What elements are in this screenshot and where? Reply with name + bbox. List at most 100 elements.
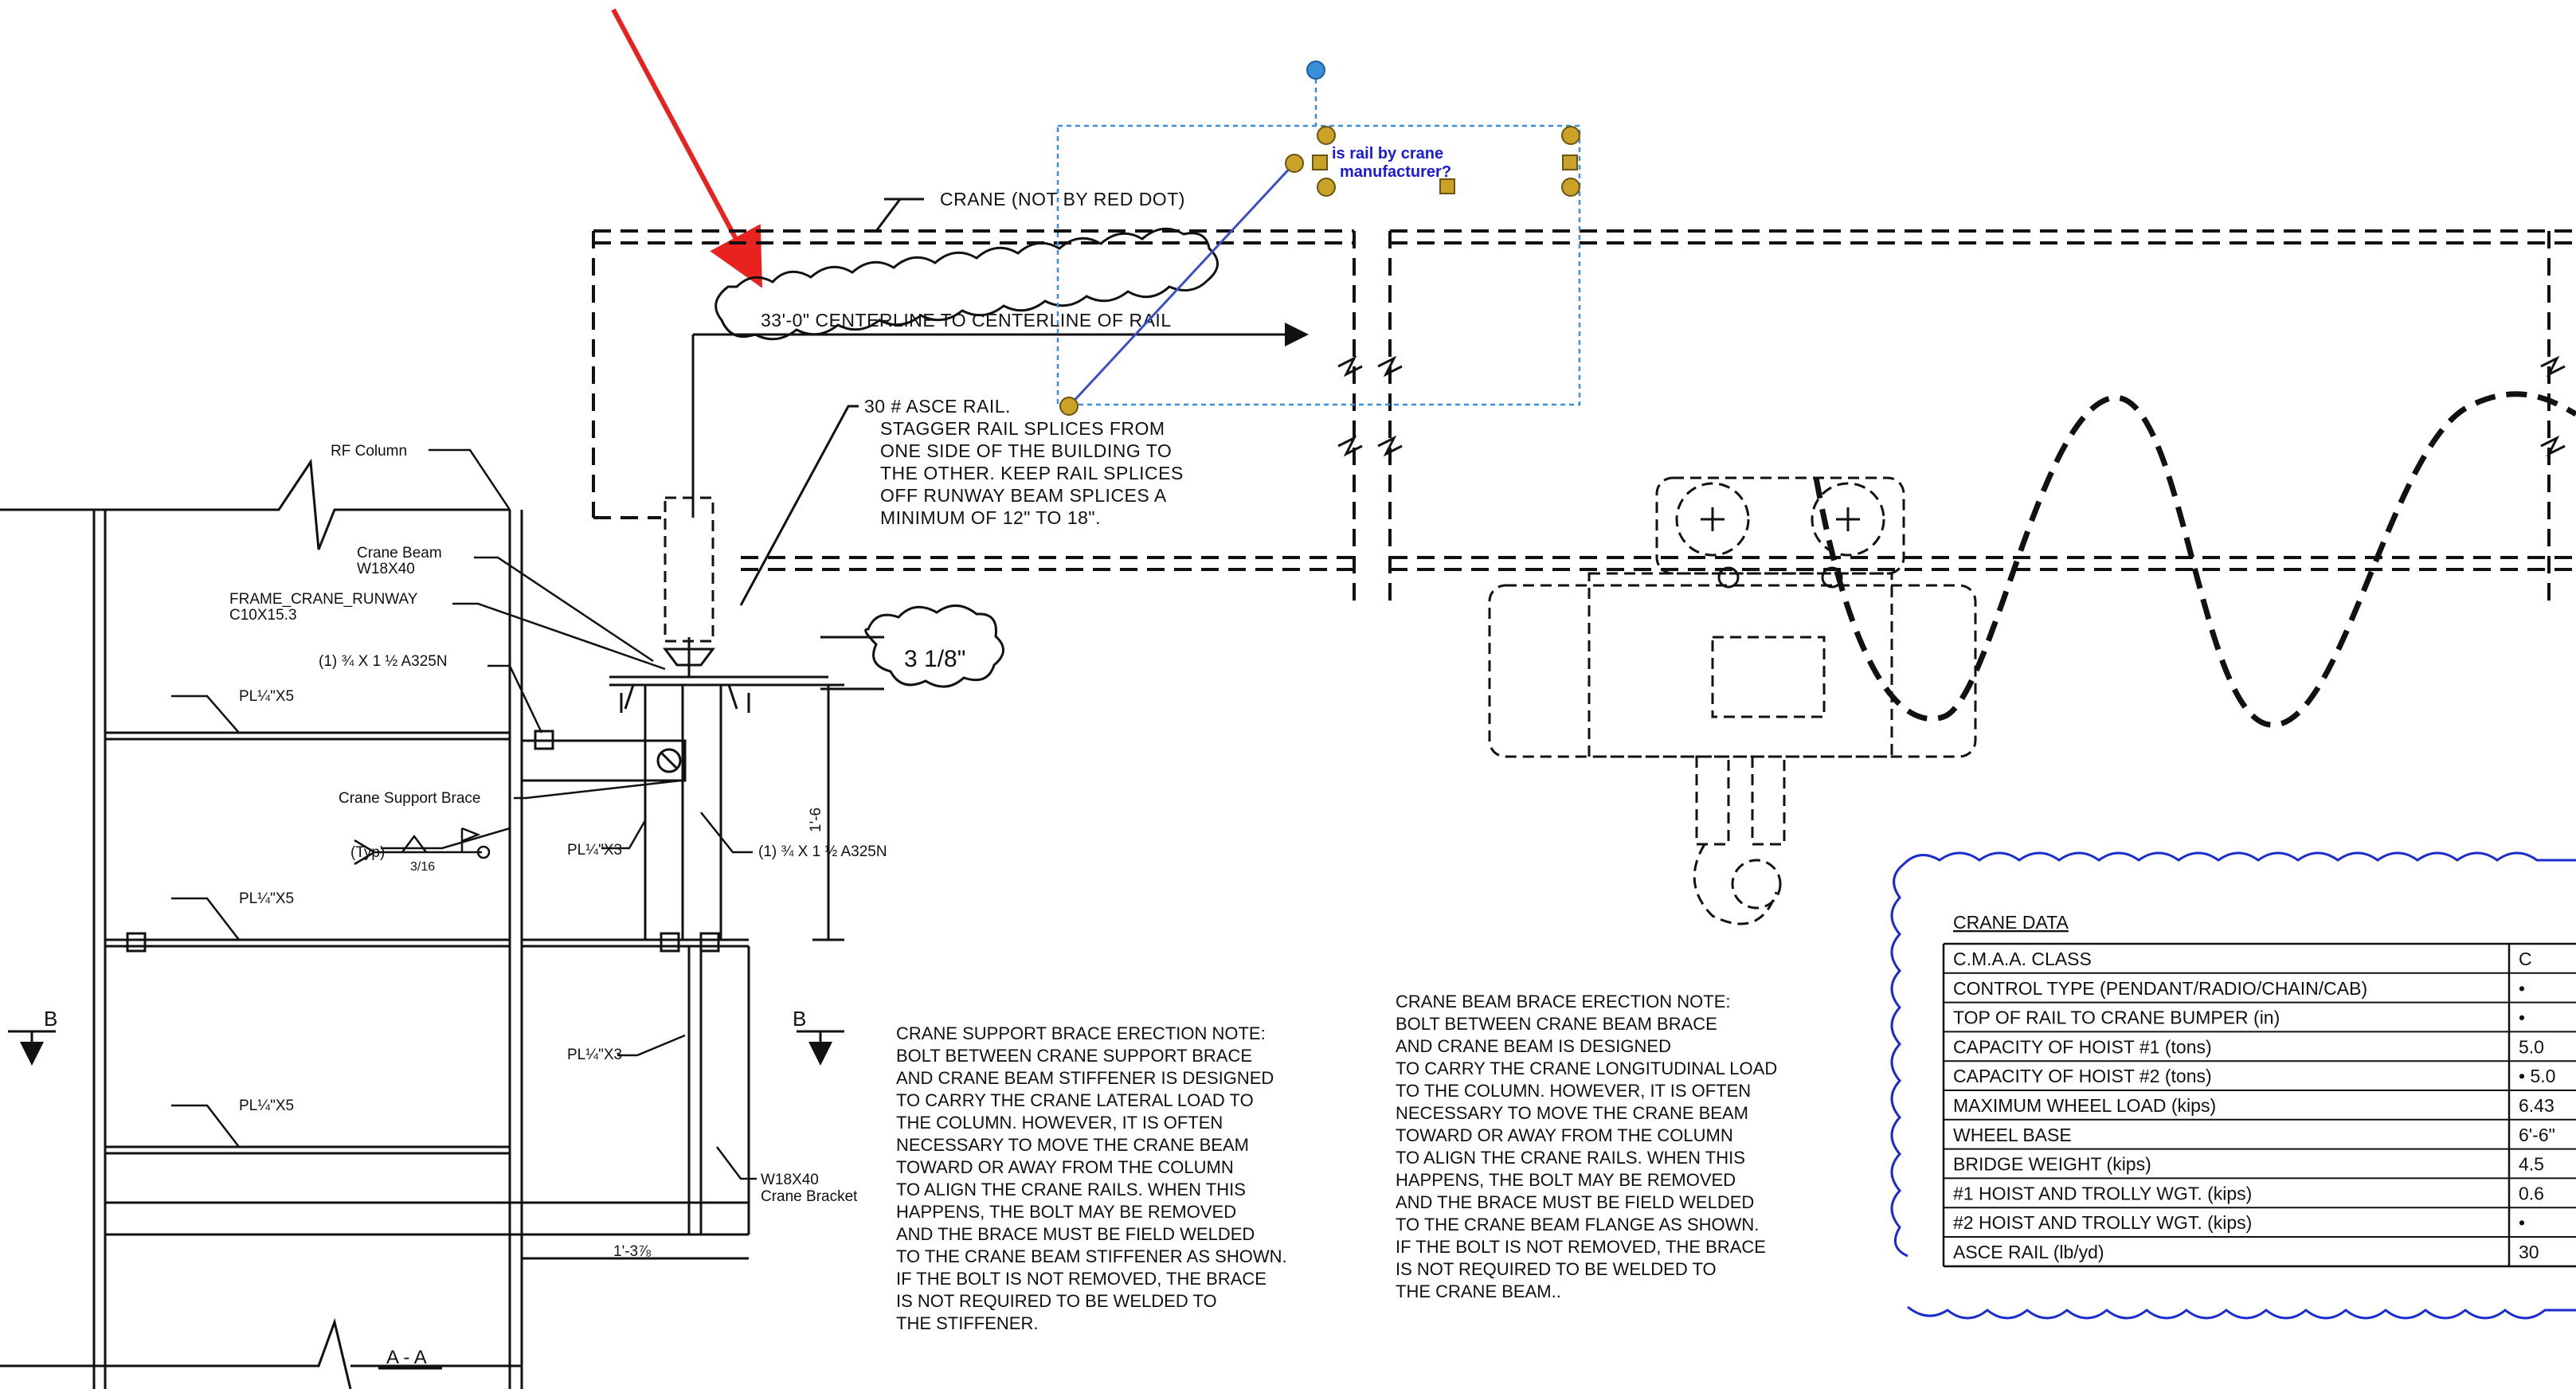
- svg-text:TO CARRY THE CRANE LATERAL LOA: TO CARRY THE CRANE LATERAL LOAD TO: [896, 1090, 1254, 1110]
- svg-text:IF THE BOLT IS NOT REMOVED, TH: IF THE BOLT IS NOT REMOVED, THE BRACE: [896, 1269, 1266, 1289]
- table-row-label: #1 HOIST AND TROLLY WGT. (kips): [1953, 1183, 2252, 1203]
- svg-text:PL¼"X3: PL¼"X3: [567, 1047, 622, 1063]
- section-column: [0, 458, 884, 1389]
- beam-brace-note: CRANE BEAM BRACE ERECTION NOTE: BOLT BET…: [1396, 992, 1777, 1301]
- break-marks: [1337, 355, 2566, 457]
- section-labels: RF Column Crane Beam W18X40 FRAME_CRANE_…: [229, 443, 887, 1260]
- rotation-handle[interactable]: [1306, 61, 1325, 80]
- centerline-cloud: [714, 227, 1219, 341]
- svg-text:OFF RUNWAY BEAM SPLICES A: OFF RUNWAY BEAM SPLICES A: [880, 485, 1167, 506]
- selection-box[interactable]: [1056, 124, 1581, 406]
- dim-double-arrow: »: [1284, 325, 1294, 345]
- comment-text[interactable]: is rail by crane manufacturer?: [1332, 145, 1451, 181]
- crane-leader: [875, 198, 924, 232]
- svg-text:Crane Beam: Crane Beam: [357, 545, 442, 561]
- svg-text:30 # ASCE RAIL.: 30 # ASCE RAIL.: [864, 396, 1011, 417]
- table-row-label: BRIDGE WEIGHT (kips): [1953, 1154, 2151, 1175]
- table-row-label: CAPACITY OF HOIST #1 (tons): [1953, 1036, 2212, 1057]
- svg-text:TO ALIGN THE CRANE RAILS. WHEN: TO ALIGN THE CRANE RAILS. WHEN THIS: [896, 1180, 1246, 1199]
- crane-label: CRANE (NOT BY RED DOT): [940, 189, 1185, 209]
- table-row-label: MAXIMUM WHEEL LOAD (kips): [1953, 1095, 2216, 1116]
- svg-text:IS NOT REQUIRED TO BE WELDED T: IS NOT REQUIRED TO BE WELDED TO: [1396, 1259, 1717, 1279]
- svg-text:AND CRANE BEAM STIFFENER IS DE: AND CRANE BEAM STIFFENER IS DESIGNED: [896, 1068, 1274, 1088]
- comment-leader-line: [1067, 162, 1296, 408]
- table-row-value: 6'-6": [2519, 1125, 2555, 1145]
- svg-text:TOWARD OR AWAY FROM THE COLUMN: TOWARD OR AWAY FROM THE COLUMN: [1396, 1125, 1733, 1145]
- svg-text:PL¼"X3: PL¼"X3: [567, 842, 622, 859]
- svg-text:TO THE COLUMN. HOWEVER, IT IS: TO THE COLUMN. HOWEVER, IT IS OFTEN: [1396, 1081, 1751, 1101]
- table-row-value: •: [2519, 1212, 2525, 1233]
- section-leaders: [171, 448, 757, 1180]
- crane-data-cloud: [1890, 851, 2576, 1320]
- rail-dim-cloud: [864, 605, 1004, 688]
- svg-text:PL¼"X5: PL¼"X5: [239, 688, 294, 705]
- red-arrow: [611, 8, 762, 288]
- svg-text:TOWARD OR AWAY FROM THE COLUMN: TOWARD OR AWAY FROM THE COLUMN: [896, 1157, 1234, 1177]
- table-row-value: C: [2519, 949, 2532, 969]
- svg-text:PL¼"X5: PL¼"X5: [239, 1098, 294, 1114]
- svg-text:HAPPENS, THE BOLT MAY BE REMOV: HAPPENS, THE BOLT MAY BE REMOVED: [1396, 1170, 1736, 1190]
- table-row-value: 4.5: [2519, 1154, 2544, 1175]
- dim-vertical-label: 1'-6: [808, 808, 824, 832]
- svg-text:BOLT BETWEEN CRANE SUPPORT BRA: BOLT BETWEEN CRANE SUPPORT BRACE: [896, 1046, 1252, 1066]
- table-row-label: TOP OF RAIL TO CRANE BUMPER (in): [1953, 1008, 2280, 1028]
- svg-text:RF Column: RF Column: [331, 443, 407, 460]
- svg-text:MINIMUM OF 12" TO 18".: MINIMUM OF 12" TO 18".: [880, 507, 1101, 528]
- svg-text:THE COLUMN. HOWEVER, IT IS OF: THE COLUMN. HOWEVER, IT IS OFTEN: [896, 1113, 1223, 1133]
- svg-text:(1) ¾ X 1 ½ A325N: (1) ¾ X 1 ½ A325N: [319, 653, 448, 670]
- svg-text:IF THE BOLT IS NOT REMOVED, TH: IF THE BOLT IS NOT REMOVED, THE BRACE: [1396, 1237, 1766, 1257]
- svg-text:Crane Support Brace: Crane Support Brace: [339, 790, 481, 807]
- svg-text:W18X40: W18X40: [761, 1172, 819, 1188]
- selection-handles[interactable]: [1059, 126, 1580, 416]
- svg-text:AND THE BRACE MUST BE FIELD WE: AND THE BRACE MUST BE FIELD WELDED: [896, 1224, 1255, 1244]
- support-brace-note: CRANE SUPPORT BRACE ERECTION NOTE: BOLT …: [896, 1023, 1287, 1333]
- svg-text:HAPPENS, THE BOLT MAY BE REMOV: HAPPENS, THE BOLT MAY BE REMOVED: [896, 1202, 1236, 1222]
- svg-text:ONE SIDE OF THE BUILDING TO: ONE SIDE OF THE BUILDING TO: [880, 440, 1172, 461]
- section-title: A - A: [386, 1347, 427, 1368]
- svg-text:is rail by crane: is rail by crane: [1332, 145, 1443, 162]
- section-marks: [8, 1030, 844, 1370]
- svg-text:manufacturer?: manufacturer?: [1340, 163, 1451, 181]
- weld-symbol: [354, 827, 491, 866]
- svg-text:(1) ¾ X 1 ½ A325N: (1) ¾ X 1 ½ A325N: [758, 843, 887, 860]
- svg-text:THE CRANE BEAM..: THE CRANE BEAM..: [1396, 1281, 1561, 1301]
- svg-text:NECESSARY TO MOVE THE CRANE BE: NECESSARY TO MOVE THE CRANE BEAM: [896, 1135, 1249, 1155]
- table-row-value: •: [2519, 1008, 2525, 1028]
- table-row-label: ASCE RAIL (lb/yd): [1953, 1242, 2104, 1262]
- hoist-sketch: [1488, 476, 1977, 925]
- rail-leader: [739, 405, 859, 606]
- svg-text:AND CRANE BEAM IS DESIGNED: AND CRANE BEAM IS DESIGNED: [1396, 1036, 1671, 1056]
- crane-data-rows: C.M.A.A. CLASS C CONTROL TYPE (PENDANT/RAD…: [1944, 949, 2576, 1267]
- svg-text:3/16: 3/16: [410, 860, 435, 874]
- section-mark-left: B: [44, 1007, 57, 1031]
- rail-dim-label: 3 1/8": [904, 646, 965, 672]
- rail-note: 30 # ASCE RAIL. STAGGER RAIL SPLICES FRO…: [864, 396, 1184, 528]
- svg-text:CRANE BEAM BRACE ERECTION NOTE: CRANE BEAM BRACE ERECTION NOTE:: [1396, 992, 1731, 1011]
- svg-text:W18X40: W18X40: [357, 561, 415, 577]
- table-row-value: 6.43: [2519, 1095, 2554, 1116]
- svg-text:THE STIFFENER.: THE STIFFENER.: [896, 1313, 1038, 1333]
- svg-text:STAGGER RAIL SPLICES FROM: STAGGER RAIL SPLICES FROM: [880, 418, 1165, 439]
- table-row-value: 5.0: [2519, 1036, 2544, 1057]
- table-row-value: • 5.0: [2519, 1066, 2555, 1086]
- section-mark-right: B: [793, 1007, 806, 1031]
- table-row-label: WHEEL BASE: [1953, 1125, 2072, 1145]
- table-row-label: CONTROL TYPE (PENDANT/RADIO/CHAIN/CAB): [1953, 978, 2367, 999]
- svg-text:AND THE BRACE MUST BE FIELD WE: AND THE BRACE MUST BE FIELD WELDED: [1396, 1192, 1754, 1212]
- table-row-value: 30: [2519, 1242, 2539, 1262]
- svg-text:TO ALIGN THE CRANE RAILS. WHEN: TO ALIGN THE CRANE RAILS. WHEN THIS: [1396, 1148, 1745, 1168]
- svg-text:THE OTHER. KEEP RAIL SPLICES: THE OTHER. KEEP RAIL SPLICES: [880, 463, 1184, 483]
- svg-text:1'-3⅞: 1'-3⅞: [613, 1243, 651, 1260]
- svg-text:(Typ): (Typ): [350, 844, 385, 861]
- svg-text:TO CARRY THE CRANE LONGITUDINA: TO CARRY THE CRANE LONGITUDINAL LOAD: [1396, 1058, 1777, 1078]
- hoist-crosses: [1701, 507, 1860, 589]
- svg-text:PL¼"X5: PL¼"X5: [239, 890, 294, 907]
- table-row-label: #2 HOIST AND TROLLY WGT. (kips): [1953, 1212, 2252, 1233]
- crane-data-title: CRANE DATA: [1953, 912, 2069, 933]
- svg-text:NECESSARY TO MOVE THE CRANE BE: NECESSARY TO MOVE THE CRANE BEAM: [1396, 1103, 1748, 1123]
- svg-text:Crane Bracket: Crane Bracket: [761, 1188, 858, 1205]
- table-row-label: C.M.A.A. CLASS: [1953, 949, 2092, 969]
- svg-text:IS NOT REQUIRED TO BE WELDED T: IS NOT REQUIRED TO BE WELDED TO: [896, 1291, 1217, 1311]
- svg-text:TO THE CRANE BEAM STIFFENER AS: TO THE CRANE BEAM STIFFENER AS SHOWN.: [896, 1246, 1287, 1266]
